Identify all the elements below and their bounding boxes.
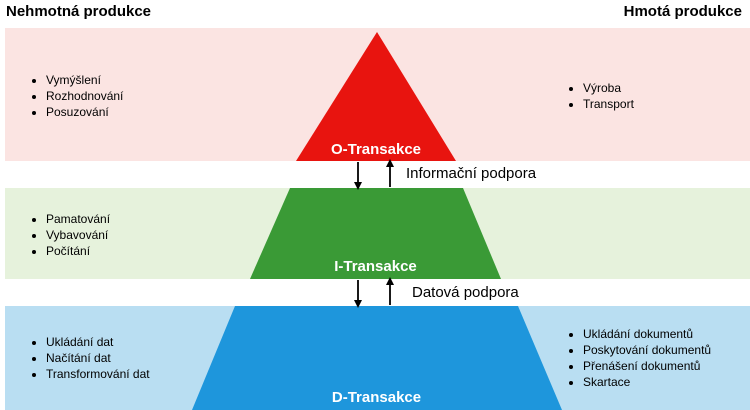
list-item: Přenášení dokumentů bbox=[583, 358, 711, 374]
list-item: Poskytování dokumentů bbox=[583, 342, 711, 358]
list-item: Pamatování bbox=[46, 211, 110, 227]
list-item: Načítání dat bbox=[46, 350, 150, 366]
list-item: Skartace bbox=[583, 374, 711, 390]
o-right-list: Výroba Transport bbox=[567, 80, 634, 112]
i-left-list: Pamatování Vybavování Počítání bbox=[30, 211, 110, 259]
i-transakce-trapezoid bbox=[250, 188, 501, 279]
information-support-label: Informační podpora bbox=[406, 165, 537, 182]
list-item: Ukládání dat bbox=[46, 334, 150, 350]
d-transakce-label: D-Transakce bbox=[331, 389, 422, 406]
list-item: Vybavování bbox=[46, 227, 110, 243]
list-item: Počítání bbox=[46, 243, 110, 259]
d-left-list: Ukládání dat Načítání dat Transformování… bbox=[30, 334, 150, 382]
o-transakce-label: O-Transakce bbox=[330, 141, 422, 158]
list-item: Rozhodnování bbox=[46, 88, 123, 104]
i-transakce-label: I-Transakce bbox=[334, 258, 417, 275]
header-tangible-production: Hmotá produkce bbox=[623, 3, 742, 20]
d-transakce-trapezoid bbox=[192, 306, 562, 410]
d-right-list: Ukládání dokumentů Poskytování dokumentů… bbox=[567, 326, 711, 390]
o-transakce-triangle bbox=[296, 32, 456, 161]
list-item: Vymýšlení bbox=[46, 72, 123, 88]
list-item: Transport bbox=[583, 96, 634, 112]
list-item: Výroba bbox=[583, 80, 634, 96]
o-left-list: Vymýšlení Rozhodnování Posuzování bbox=[30, 72, 123, 120]
list-item: Ukládání dokumentů bbox=[583, 326, 711, 342]
list-item: Transformování dat bbox=[46, 366, 150, 382]
list-item: Posuzování bbox=[46, 104, 123, 120]
data-support-label: Datová podpora bbox=[412, 284, 519, 301]
header-intangible-production: Nehmotná produkce bbox=[6, 3, 152, 20]
